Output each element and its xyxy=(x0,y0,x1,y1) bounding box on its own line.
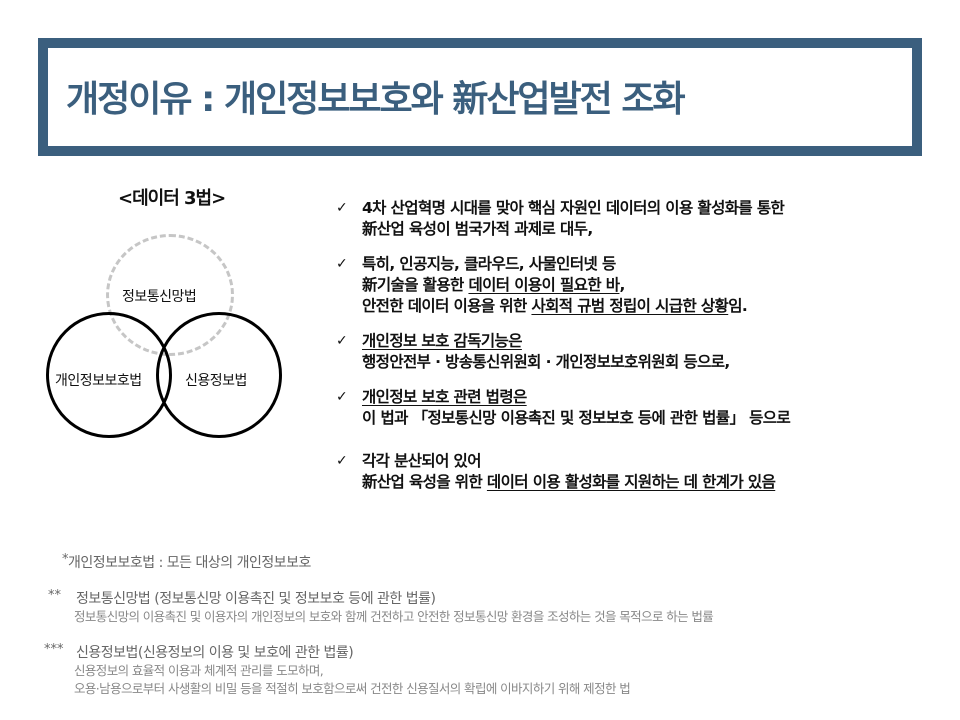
label-privacy-law: 개인정보보호법 xyxy=(55,373,142,389)
title-frame: 개정이유 : 개인정보보호와 新산업발전 조화 xyxy=(38,38,922,156)
footnote: *** 신용정보법(신용정보의 이용 및 보호에 관한 법률) 신용정보의 효율적 … xyxy=(44,642,924,698)
underlined-text: 개인정보 보호 관련 법령은 xyxy=(362,388,527,406)
underlined-text: 데이터 이용 활성화를 지원하는 데 한계가 있음 xyxy=(486,473,776,491)
bullet-line: 특히, 인공지능, 클라우드, 사물인터넷 등 xyxy=(362,254,926,275)
text-segment: 안전한 데이터 이용을 위한 xyxy=(362,297,532,315)
text-segment: 각각 분산되어 있어 xyxy=(362,452,481,470)
footnote-heading: 정보통신망법 (정보통신망 이용촉진 및 정보보호 등에 관한 법률) xyxy=(76,591,436,607)
footnote-marker: * xyxy=(62,552,69,567)
footnote-body: 신용정보의 효율적 이용과 체계적 관리를 도모하며, xyxy=(74,663,324,678)
text-segment: 이 법과 「정보통신망 이용촉진 및 정보보호 등에 관한 법률」 등으로 xyxy=(362,409,791,427)
bullet-item: ✓ 각각 분산되어 있어 新산업 육성을 위한 데이터 이용 활성화를 지원하는 데… xyxy=(336,451,926,493)
bullet-line: 각각 분산되어 있어 xyxy=(362,451,926,472)
bullet-line: 행정안전부 · 방송통신위원회 · 개인정보보호위원회 등으로, xyxy=(362,352,926,373)
checkmark-icon: ✓ xyxy=(336,389,348,405)
bullet-item: ✓ 특히, 인공지능, 클라우드, 사물인터넷 등 新기술을 활용한 데이터 이용이… xyxy=(336,254,926,317)
circle-credit-law xyxy=(156,312,282,438)
text-segment: , xyxy=(619,276,625,294)
footnote-body: 정보통신망의 이용촉진 및 이용자의 개인정보의 보호와 함께 건전하고 안전한… xyxy=(74,609,714,624)
underlined-text: 데이터 이용이 필요한 바 xyxy=(468,276,620,294)
footnote-body: 오용·남용으로부터 사생활의 비밀 등을 적절히 보호함으로써 건전한 신용질서… xyxy=(74,681,631,696)
bullet-list: ✓ 4차 산업혁명 시대를 맞아 핵심 자원인 데이터의 이용 활성화를 통한 新산… xyxy=(336,198,926,507)
text-segment: 행정안전부 · 방송통신위원회 · 개인정보보호위원회 등으로, xyxy=(362,353,730,371)
label-credit-law: 신용정보법 xyxy=(185,373,247,389)
footnote-heading: 신용정보법(신용정보의 이용 및 보호에 관한 법률) xyxy=(76,645,354,661)
label-telecom-law: 정보통신망법 xyxy=(122,289,197,305)
bullet-line: 안전한 데이터 이용을 위한 사회적 규범 정립이 시급한 상황임. xyxy=(362,296,926,317)
footnote-marker: *** xyxy=(44,642,64,657)
bullet-item: ✓ 4차 산업혁명 시대를 맞아 핵심 자원인 데이터의 이용 활성화를 통한 新산… xyxy=(336,198,926,240)
footnote-heading: 개인정보보호법 : 모든 대상의 개인정보보호 xyxy=(68,555,311,571)
checkmark-icon: ✓ xyxy=(336,200,348,216)
checkmark-icon: ✓ xyxy=(336,333,348,349)
bullet-line: 4차 산업혁명 시대를 맞아 핵심 자원인 데이터의 이용 활성화를 통한 xyxy=(362,198,926,219)
bullet-line: 개인정보 보호 관련 법령은 xyxy=(362,387,926,408)
bullet-line: 新산업 육성을 위한 데이터 이용 활성화를 지원하는 데 한계가 있음 xyxy=(362,472,926,493)
text-segment: 특히, 인공지능, 클라우드, 사물인터넷 등 xyxy=(362,255,616,273)
underlined-text: 사회적 규범 정립이 시급한 상황 xyxy=(531,297,729,315)
text-segment: 新산업 육성이 범국가적 과제로 대두, xyxy=(362,220,593,238)
underlined-text: 개인정보 보호 감독기능은 xyxy=(362,332,522,350)
bullet-line: 新산업 육성이 범국가적 과제로 대두, xyxy=(362,219,926,240)
footnote: *개인정보보호법 : 모든 대상의 개인정보보호 xyxy=(44,552,924,572)
text-segment: 新기술을 활용한 xyxy=(362,276,469,294)
venn-heading: <데이터 3법> xyxy=(118,188,226,209)
footnote: ** 정보통신망법 (정보통신망 이용촉진 및 정보보호 등에 관한 법률) 정보통… xyxy=(44,588,924,626)
bullet-line: 新기술을 활용한 데이터 이용이 필요한 바, xyxy=(362,275,926,296)
checkmark-icon: ✓ xyxy=(336,256,348,272)
page-title: 개정이유 : 개인정보보호와 新산업발전 조화 xyxy=(66,79,686,120)
venn-diagram: 정보통신망법 개인정보보호법 신용정보법 xyxy=(40,228,282,448)
footnotes: *개인정보보호법 : 모든 대상의 개인정보보호 ** 정보통신망법 (정보통신망 … xyxy=(44,552,924,714)
text-segment: 新산업 육성을 위한 xyxy=(362,473,487,491)
bullet-line: 개인정보 보호 감독기능은 xyxy=(362,331,926,352)
text-segment: 임. xyxy=(728,297,748,315)
text-segment: 4차 산업혁명 시대를 맞아 핵심 자원인 데이터의 이용 활성화를 통한 xyxy=(362,199,785,217)
checkmark-icon: ✓ xyxy=(336,453,348,469)
bullet-line: 이 법과 「정보통신망 이용촉진 및 정보보호 등에 관한 법률」 등으로 xyxy=(362,408,926,429)
footnote-marker: ** xyxy=(48,588,61,603)
